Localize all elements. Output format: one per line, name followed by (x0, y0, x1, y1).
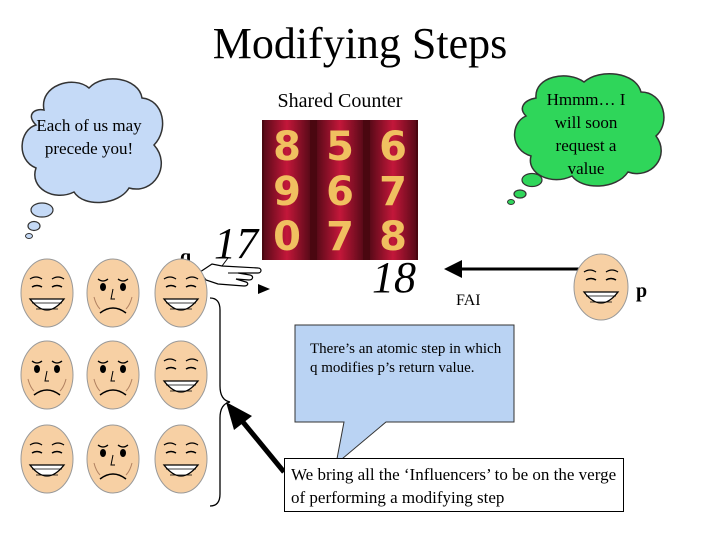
callout-text: There’s an atomic step in which q modifi… (310, 341, 502, 376)
right-thought-cloud (507, 73, 665, 205)
callout-bubble (294, 324, 515, 466)
fai-arrow (444, 260, 580, 278)
fai-label: FAI (456, 292, 481, 309)
happy-face-icon (20, 424, 74, 494)
slide-title: Modifying Steps (212, 19, 508, 68)
q-value: 17 (214, 219, 258, 268)
influencer-faces (20, 258, 208, 494)
happy-face-icon (154, 258, 208, 328)
arrow-head-icon (258, 284, 270, 294)
curly-brace (209, 297, 231, 507)
sad-face-icon (86, 424, 140, 494)
sad-face-icon (20, 340, 74, 410)
sad-face-icon (86, 258, 140, 328)
svg-text:8: 8 (273, 124, 301, 170)
right-thought-text: Hmmm… I will soon request a value (546, 90, 626, 178)
happy-face-icon (20, 258, 74, 328)
pointing-hand-icon (199, 257, 262, 287)
left-thought-cloud (21, 78, 164, 239)
happy-face-icon (154, 340, 208, 410)
q-label: q (180, 246, 192, 268)
p-happy-face-icon (573, 253, 629, 321)
influencer-arrow (226, 402, 286, 474)
svg-text:0: 0 (273, 214, 301, 260)
svg-text:7: 7 (326, 214, 354, 260)
p-label: p (636, 280, 648, 302)
svg-text:7: 7 (379, 169, 407, 215)
svg-text:8: 8 (379, 214, 407, 260)
counter-value: 18 (372, 253, 416, 302)
sad-face-icon (86, 340, 140, 410)
counter-label: Shared Counter (277, 90, 403, 112)
bottom-text-box: We bring all the ‘Influencers’ to be on … (284, 458, 624, 512)
svg-text:6: 6 (326, 169, 354, 215)
svg-text:9: 9 (273, 169, 301, 215)
left-thought-text: Each of us may precede you! (36, 116, 142, 158)
happy-face-icon (154, 424, 208, 494)
svg-text:5: 5 (326, 124, 354, 170)
svg-text:6: 6 (379, 124, 407, 170)
